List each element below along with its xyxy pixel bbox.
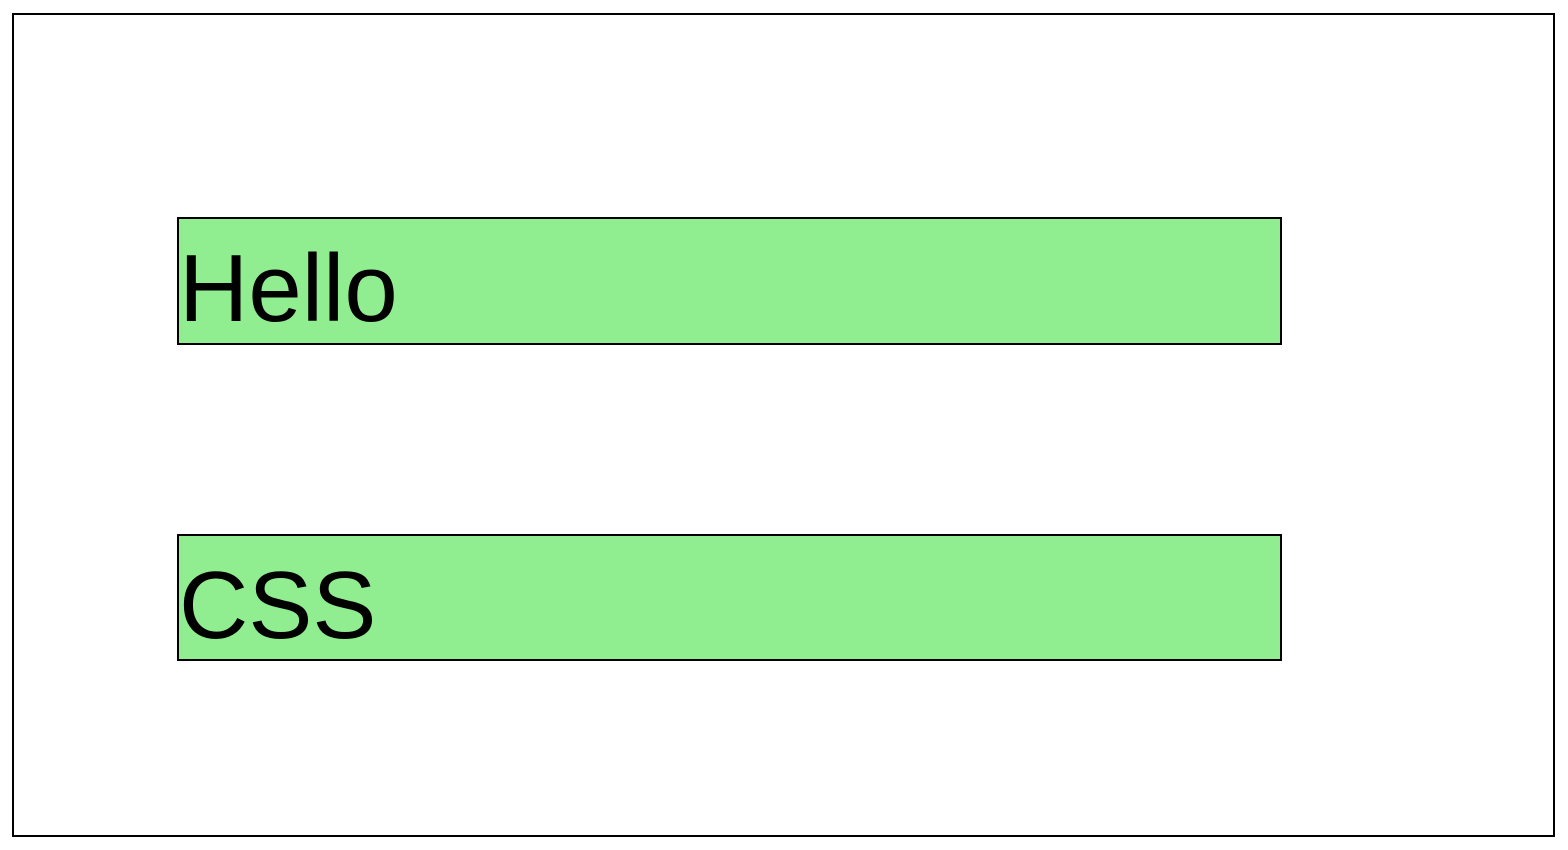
page-border-frame: Hello CSS	[12, 13, 1555, 837]
heading-css: CSS	[177, 534, 1282, 661]
heading-hello: Hello	[177, 217, 1282, 345]
